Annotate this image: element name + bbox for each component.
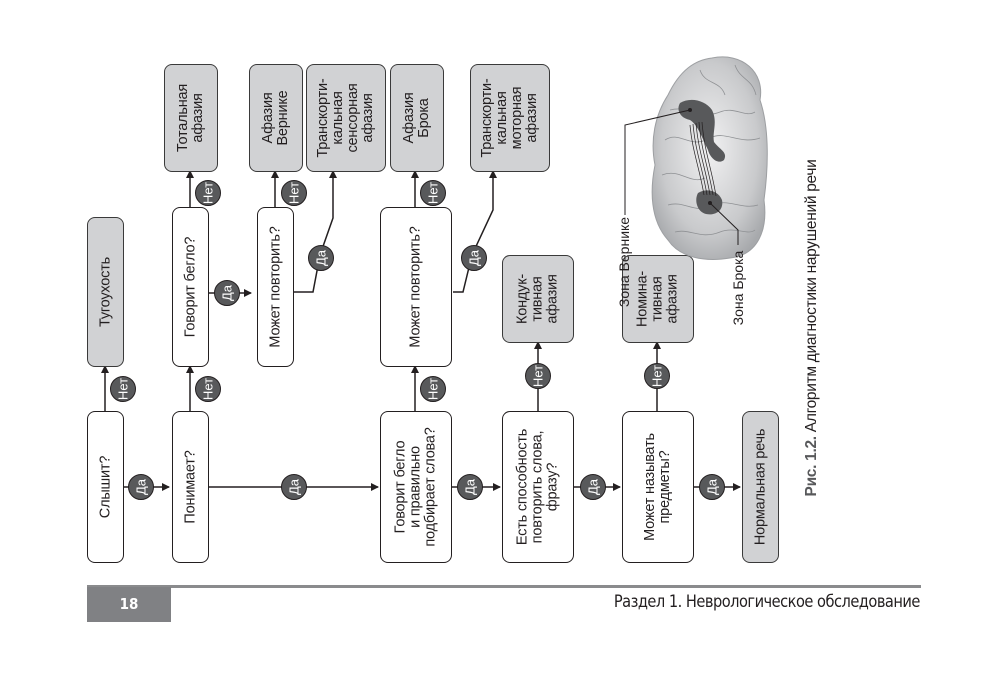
node-broca-aphasia: Афазия Брока [390,64,444,172]
wernicke-leader [624,109,691,215]
arcuate-fasciculus [689,121,717,197]
node-speaks-fluently: Говорит бегло? [172,207,209,367]
node-understands: Понимает? [172,411,209,563]
node-hears: Слышит? [87,411,124,563]
badge-no: Нет [420,180,446,206]
node-normal-speech: Нормальная речь [742,411,779,563]
node-wernicke-aphasia: Афазия Вернике [249,64,303,172]
badge-no: Нет [281,180,307,206]
footer-rule [87,585,921,588]
badge-yes: Да [281,474,307,500]
broca-leader [709,202,739,245]
badge-no: Нет [195,376,221,402]
badge-yes: Да [214,280,240,306]
badge-yes: Да [461,245,487,271]
node-nominative: Номина- тивная афазия [622,255,694,343]
figure-number: Рис. 1.2. [803,436,820,497]
badge-no: Нет [644,363,670,389]
badge-yes: Да [699,474,725,500]
node-fluent-words: Говорит бегло и правильно подбирает слов… [380,411,452,563]
node-total-aphasia: Тотальная афазия [164,64,218,172]
badge-yes: Да [308,245,334,271]
node-tc-sensory-aphasia: Транскорти- кальная сенсорная афазия [306,64,386,172]
node-deafness: Тугоухость [87,217,124,367]
wernicke-zone [678,99,726,162]
node-conduction: Кондук- тивная афазия [502,255,574,343]
badge-no: Нет [525,363,551,389]
section-title: Раздел 1. Неврологическое обследование [613,592,921,612]
badge-no: Нет [195,180,221,206]
badge-yes: Да [128,474,154,500]
node-can-repeat-phrase: Есть способность повторить слова, фразу? [502,411,574,563]
badge-yes: Да [457,474,483,500]
figure-title: Алгоритм диагностики нарушений речи [803,159,820,437]
node-can-name: Может называть предметы? [622,411,694,563]
badge-no: Нет [420,376,446,402]
node-can-repeat-2: Может повторить? [380,207,452,367]
node-can-repeat-1: Может повторить? [257,207,294,367]
page-number: 18 [87,587,171,622]
badge-yes: Да [580,474,606,500]
figure-caption: Рис. 1.2. Алгоритм диагностики нарушений… [803,160,821,497]
node-tc-motor-aphasia: Транскорти- кальная моторная афазия [470,64,550,172]
brain-shape [651,56,768,260]
badge-no: Нет [110,376,136,402]
wernicke-zone-label: Зона Вернике [616,216,632,308]
broca-zone-label: Зона Брока [730,250,746,326]
